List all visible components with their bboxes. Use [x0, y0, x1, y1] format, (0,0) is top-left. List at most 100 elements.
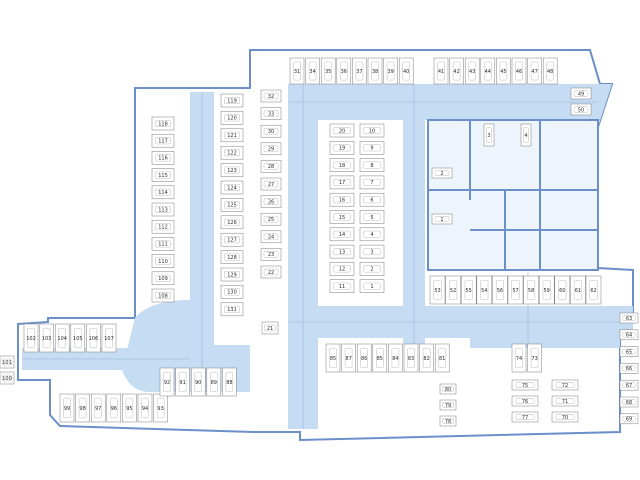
stall-number: 82 [423, 356, 429, 362]
car-icon [125, 398, 134, 419]
stall-number: 102 [26, 336, 36, 342]
car-icon [422, 348, 431, 369]
car-icon [155, 171, 171, 179]
stall-number: 39 [387, 69, 393, 75]
car-icon [263, 268, 279, 276]
parking-stall: 64 [619, 329, 639, 341]
car-icon [263, 233, 279, 241]
car-icon [224, 236, 240, 244]
parking-stall: 117 [151, 133, 175, 148]
car-icon [402, 61, 410, 81]
stall-number: 74 [516, 356, 522, 362]
car-icon [224, 166, 240, 174]
stall-number: 77 [522, 415, 528, 421]
stall-number: 104 [57, 336, 67, 342]
car-icon [589, 280, 598, 301]
car-icon [263, 163, 279, 170]
parking-stall: 96 [106, 393, 122, 423]
parking-stall: 76 [511, 395, 539, 407]
parking-stall: 59 [538, 275, 555, 305]
stall-number: 26 [268, 199, 274, 205]
stall-number: 120 [227, 116, 237, 122]
parking-stall: 5 [359, 210, 385, 224]
car-icon [622, 315, 636, 321]
stall-number: 28 [268, 164, 274, 170]
stall-number: 81 [439, 356, 445, 362]
parking-stall: 129 [220, 267, 244, 282]
parking-stall: 14 [329, 227, 355, 242]
parking-stall: 44 [480, 57, 496, 85]
parking-stall: 17 [329, 175, 355, 190]
stall-number: 4 [370, 232, 373, 238]
stall-number: 118 [158, 121, 168, 127]
parking-stall: 2 [359, 262, 385, 276]
car-icon [333, 282, 351, 290]
grid-lines [22, 84, 633, 429]
parking-stall: 68 [619, 396, 639, 408]
stall-number: 73 [531, 356, 537, 362]
stall-number: 2 [370, 267, 373, 273]
parking-stall: 9 [359, 141, 385, 155]
parking-stall: 27 [260, 177, 282, 191]
car-icon [555, 382, 575, 388]
parking-stall: 106 [86, 323, 101, 353]
car-icon [622, 348, 636, 355]
car-icon [155, 240, 171, 248]
parking-stall: 125 [220, 198, 244, 212]
stall-number: 41 [438, 69, 444, 75]
car-icon [263, 215, 279, 223]
parking-stall: 73 [527, 343, 542, 373]
car-icon [573, 280, 582, 301]
car-icon [515, 61, 523, 81]
stall-outline [619, 312, 639, 324]
parking-stall: 32 [260, 89, 282, 103]
stall-number: 72 [562, 383, 568, 389]
car-icon [555, 414, 575, 420]
car-icon [515, 398, 535, 404]
stall-number: 85 [330, 356, 336, 362]
stall-outline [439, 399, 457, 411]
stall-number: 109 [158, 276, 168, 282]
parking-stall: 56 [492, 275, 508, 305]
stall-number: 43 [469, 69, 475, 75]
car-icon [442, 402, 454, 408]
stall-number: 21 [267, 326, 273, 332]
stall-number: 126 [227, 220, 237, 226]
car-icon [163, 372, 171, 393]
car-icon [386, 61, 395, 81]
parking-stall: 45 [496, 57, 511, 85]
stall-number: 99 [64, 406, 70, 412]
stall-number: 116 [158, 156, 168, 162]
car-icon [333, 213, 351, 221]
car-icon [371, 61, 379, 81]
stall-number: 59 [544, 288, 550, 294]
parking-stall: 116 [151, 151, 175, 165]
stall-outline [439, 383, 457, 395]
car-icon [224, 114, 240, 122]
stall-number: 60 [559, 288, 565, 294]
car-icon [555, 398, 575, 404]
stall-number: 103 [42, 336, 52, 342]
stall-number: 84 [392, 356, 398, 362]
car-icon [558, 280, 567, 301]
car-icon [333, 127, 351, 134]
car-icon [433, 280, 442, 301]
stall-number: 85 [377, 356, 383, 362]
parking-stall: 33 [260, 107, 282, 120]
car-icon [155, 120, 171, 127]
parking-stall: 47 [527, 57, 542, 85]
parking-stall: 107 [101, 323, 117, 353]
parking-stall: 38 [367, 57, 383, 85]
car-icon [141, 398, 149, 419]
stall-number: 68 [626, 400, 632, 406]
car-icon [515, 414, 535, 420]
car-icon [110, 398, 118, 419]
car-icon [63, 398, 71, 419]
stall-number: 121 [227, 133, 237, 139]
car-icon [224, 97, 240, 104]
stall-outline [570, 87, 592, 100]
parking-stall: 111 [151, 237, 175, 251]
car-icon [155, 137, 171, 145]
stall-number: 61 [575, 288, 581, 294]
parking-stall: 100 [0, 371, 15, 385]
